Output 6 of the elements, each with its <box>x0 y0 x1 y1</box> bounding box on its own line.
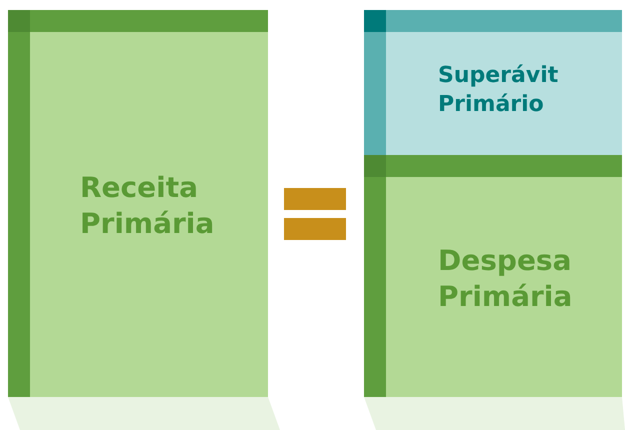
panel-title: Receita Primária <box>80 170 216 242</box>
panel <box>364 155 622 397</box>
panel-title: Superávit Primário <box>438 62 560 119</box>
panel <box>364 10 622 155</box>
panel-title: Despesa Primária <box>438 243 574 316</box>
panel <box>8 10 268 397</box>
